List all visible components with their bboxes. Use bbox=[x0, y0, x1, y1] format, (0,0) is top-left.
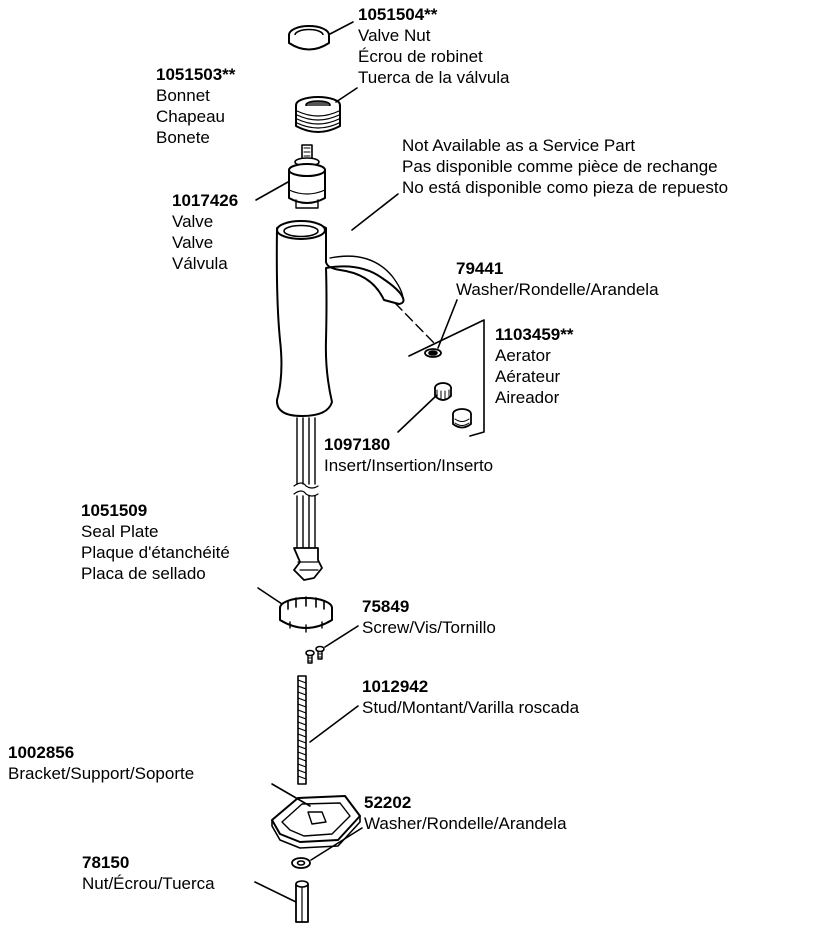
part-name: Stud/Montant/Varilla roscada bbox=[362, 698, 580, 717]
leader-valve bbox=[255, 181, 289, 201]
part-name: Nut/Écrou/Tuerca bbox=[82, 874, 215, 893]
callout-aerator: 1103459** Aerator Aérateur Aireador bbox=[495, 324, 573, 408]
leader-washer-52202 bbox=[310, 827, 363, 861]
part-name-fr: Valve bbox=[172, 233, 214, 252]
leader-bonnet bbox=[335, 87, 358, 103]
faucet-body-shape bbox=[275, 220, 405, 417]
threaded-stud-shape bbox=[297, 675, 307, 785]
leader-not-available bbox=[351, 193, 399, 231]
callout-valve: 1017426 Valve Valve Válvula bbox=[172, 190, 238, 274]
part-number: 75849 bbox=[362, 597, 410, 616]
part-name: Screw/Vis/Tornillo bbox=[362, 618, 496, 637]
part-name-es: Bonete bbox=[156, 128, 210, 147]
nut-78150-shape bbox=[295, 880, 309, 923]
callout-washer-79441: 79441 Washer/Rondelle/Arandela bbox=[456, 258, 659, 300]
callout-not-available: Not Available as a Service Part Pas disp… bbox=[402, 135, 728, 198]
callout-bonnet: 1051503** Bonnet Chapeau Bonete bbox=[156, 64, 235, 148]
part-name-en: Valve Nut bbox=[358, 26, 431, 45]
part-name-fr: Écrou de robinet bbox=[358, 47, 483, 66]
part-number: 1051504** bbox=[358, 5, 438, 24]
callout-stud: 1012942 Stud/Montant/Varilla roscada bbox=[362, 676, 579, 718]
part-name-en: Valve bbox=[172, 212, 214, 231]
callout-nut: 78150 Nut/Écrou/Tuerca bbox=[82, 852, 215, 894]
part-name: Washer/Rondelle/Arandela bbox=[456, 280, 659, 299]
part-number: 1097180 bbox=[324, 435, 391, 454]
screws-shape bbox=[305, 645, 325, 664]
leader-screw bbox=[324, 625, 359, 648]
part-name-en: Aerator bbox=[495, 346, 551, 365]
part-name: Washer/Rondelle/Arandela bbox=[364, 814, 567, 833]
spout-centerline bbox=[394, 302, 437, 346]
bracket-shape bbox=[271, 795, 361, 849]
part-number: 78150 bbox=[82, 853, 130, 872]
part-number: 1051503** bbox=[156, 65, 236, 84]
part-name-es: Placa de sellado bbox=[81, 564, 206, 583]
aerator-washer-shape bbox=[424, 348, 442, 358]
part-name-en: Bonnet bbox=[156, 86, 210, 105]
part-number: 52202 bbox=[364, 793, 412, 812]
part-name-es: Válvula bbox=[172, 254, 228, 273]
leader-washer-79441 bbox=[437, 299, 458, 349]
note-es: No está disponible como pieza de repuest… bbox=[402, 178, 729, 197]
seal-plate-shape bbox=[279, 596, 333, 633]
leader-insert bbox=[397, 394, 438, 433]
part-name-fr: Aérateur bbox=[495, 367, 561, 386]
part-number: 1103459** bbox=[495, 325, 574, 344]
part-name-es: Tuerca de la válvula bbox=[358, 68, 510, 87]
part-name: Insert/Insertion/Inserto bbox=[324, 456, 494, 475]
part-name-fr: Plaque d'étanchéité bbox=[81, 543, 230, 562]
part-number: 79441 bbox=[456, 259, 504, 278]
bonnet-shape bbox=[295, 96, 341, 133]
callout-bracket: 1002856 Bracket/Support/Soporte bbox=[8, 742, 194, 784]
leader-bracket bbox=[271, 783, 311, 807]
part-number: 1002856 bbox=[8, 743, 75, 762]
callout-washer-52202: 52202 Washer/Rondelle/Arandela bbox=[364, 792, 567, 834]
supply-tubes-shape bbox=[293, 417, 323, 581]
leader-stud bbox=[309, 705, 359, 743]
callout-seal-plate: 1051509 Seal Plate Plaque d'étanchéité P… bbox=[81, 500, 230, 584]
part-name: Bracket/Support/Soporte bbox=[8, 764, 195, 783]
note-fr: Pas disponible comme pièce de rechange bbox=[402, 157, 718, 176]
valve-nut-ring-shape bbox=[288, 25, 330, 51]
note-en: Not Available as a Service Part bbox=[402, 136, 636, 155]
aerator-housing-shape bbox=[452, 408, 472, 429]
callout-valve-nut: 1051504** Valve Nut Écrou de robinet Tue… bbox=[358, 4, 510, 88]
leader-valve-nut bbox=[329, 21, 354, 35]
aerator-insert-shape bbox=[434, 382, 452, 401]
part-number: 1012942 bbox=[362, 677, 429, 696]
valve-cartridge-shape bbox=[288, 144, 326, 209]
callout-screw: 75849 Screw/Vis/Tornillo bbox=[362, 596, 496, 638]
part-name-fr: Chapeau bbox=[156, 107, 226, 126]
leader-seal-plate bbox=[257, 587, 283, 605]
part-number: 1017426 bbox=[172, 191, 239, 210]
leader-nut bbox=[254, 881, 297, 903]
part-name-es: Aireador bbox=[495, 388, 560, 407]
part-name-en: Seal Plate bbox=[81, 522, 159, 541]
callout-insert: 1097180 Insert/Insertion/Inserto bbox=[324, 434, 493, 476]
washer-52202-shape bbox=[291, 857, 311, 869]
aerator-group-bracket bbox=[408, 319, 485, 437]
part-number: 1051509 bbox=[81, 501, 148, 520]
